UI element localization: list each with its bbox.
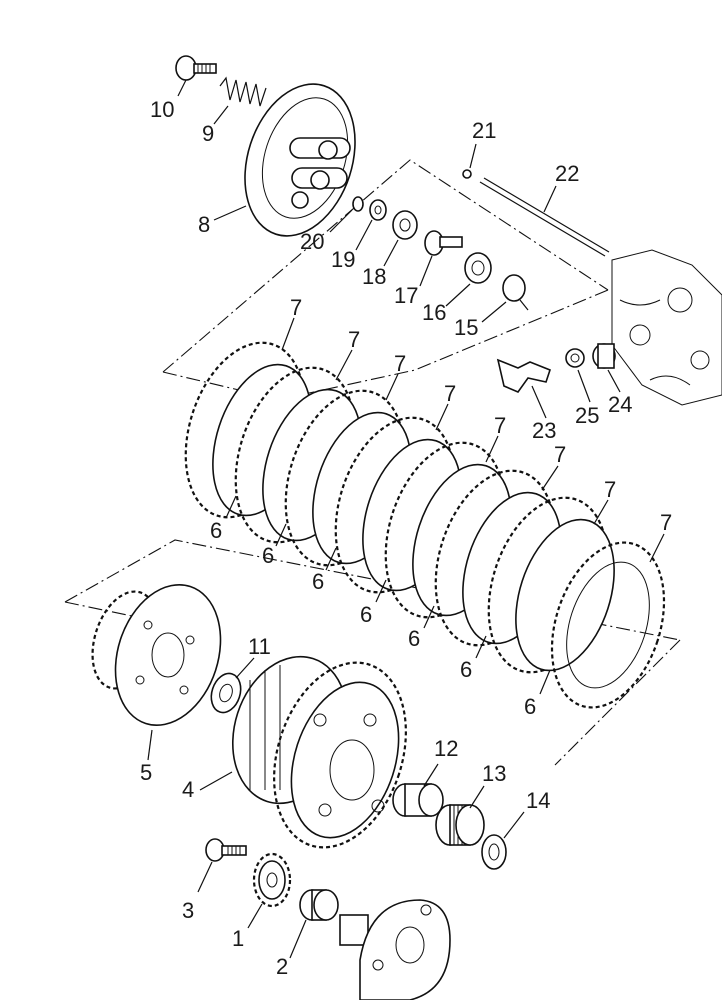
label-6f: 6 [460,657,472,682]
label-17: 17 [394,283,418,308]
label-6a: 6 [210,518,222,543]
label-22: 22 [555,161,579,186]
label-7d: 7 [444,381,456,406]
label-7e: 7 [494,413,506,438]
clutch-lever-part-23 [496,358,551,419]
label-1: 1 [232,926,244,951]
label-6b: 6 [262,543,274,568]
label-23: 23 [532,418,556,443]
label-5: 5 [140,760,152,785]
part-labels: 10 9 8 21 22 20 19 18 17 16 15 7 7 7 7 7… [140,97,672,979]
label-7f: 7 [554,442,566,467]
label-15: 15 [454,315,478,340]
bolt-part-10 [175,55,217,97]
label-8: 8 [198,212,210,237]
label-24: 24 [608,392,632,417]
label-25: 25 [575,403,599,428]
drive-gear-part-1 [247,852,292,929]
steel-ball-part-21 [462,143,477,179]
label-14: 14 [526,788,550,813]
clutch-housing-part-4 [199,655,407,849]
label-19: 19 [331,247,355,272]
label-6e: 6 [408,626,420,651]
washer-part-14 [481,811,525,870]
circlip-part-20 [329,196,364,233]
label-12: 12 [434,736,458,761]
spring-part-9 [213,76,267,125]
washer-part-19 [355,199,387,251]
label-21: 21 [472,118,496,143]
label-2: 2 [276,954,288,979]
label-7a: 7 [290,295,302,320]
needle-bearing-part-13 [435,785,485,846]
oil-seal-part-25 [565,348,591,403]
clutch-boss-part-5 [91,584,222,761]
bearing-part-18 [383,210,418,267]
crankshaft-rotor-fragment [339,899,451,1000]
label-11: 11 [248,634,271,659]
label-7h: 7 [660,510,672,535]
nut-part-16 [445,252,492,307]
label-7g: 7 [604,477,616,502]
thrust-washer-part-11 [210,657,255,714]
bushing-part-24 [592,343,621,393]
label-16: 16 [422,300,446,325]
label-20: 20 [300,229,324,254]
crankcase-fragment [611,249,722,406]
label-3: 3 [182,898,194,923]
push-rod-part-17 [419,230,463,287]
push-rod-part-22 [479,177,610,257]
label-18: 18 [362,264,386,289]
label-13: 13 [482,761,506,786]
label-6d: 6 [360,602,372,627]
label-10: 10 [150,97,174,122]
label-7b: 7 [348,327,360,352]
plate-leader-lines [225,317,665,695]
bolt-part-3 [197,838,247,893]
label-4: 4 [182,777,194,802]
lock-washer-part-15 [481,274,529,323]
label-7c: 7 [394,351,406,376]
collar-part-2 [289,889,339,959]
spacer-part-12 [392,763,444,817]
pressure-plate-part-8 [213,83,356,237]
label-9: 9 [202,121,214,146]
clutch-plates-stack [184,341,666,709]
label-6c: 6 [312,569,324,594]
label-6g: 6 [524,694,536,719]
